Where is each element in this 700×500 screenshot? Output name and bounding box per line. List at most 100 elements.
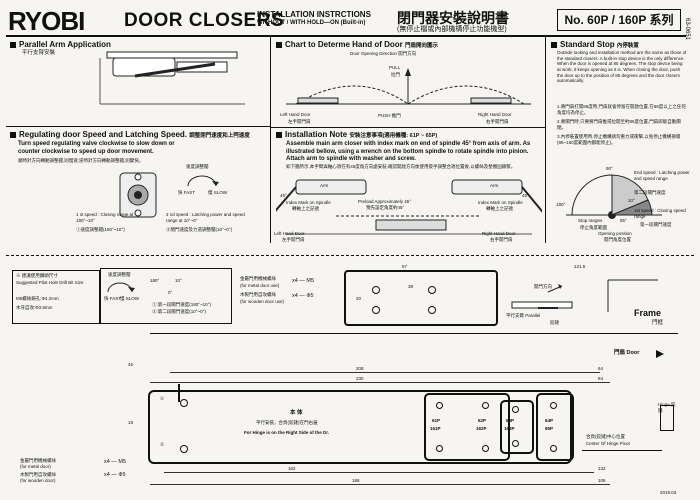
body-hole-1-label: ① — [160, 396, 165, 401]
door-frame-diagram — [511, 279, 658, 312]
left-hand-label: Left Hand Door — [280, 112, 311, 117]
speed-valve-cjk: 速度調整閥 — [186, 164, 209, 169]
metal-screw-spec: x4 — M5 — [292, 278, 315, 284]
dim-19: 19 — [128, 420, 134, 425]
m5-drill: M5螺絲鎖孔:Ф4.2mm — [16, 296, 59, 301]
tmpl-deg-10: 10° — [175, 278, 182, 283]
center-mark — [178, 384, 180, 402]
instructions-line2: WITHOUT / WITH HOLD—ON (Built-in) — [257, 20, 366, 26]
install-left-cjk: 左手開門扇 — [282, 237, 305, 242]
tmpl-valve-cjk: 速度調整閥 — [108, 272, 131, 277]
hole-62p-top — [482, 402, 489, 409]
door-arrow-icon — [656, 350, 664, 358]
hinge-label-cjk: 鉸鏈 — [550, 320, 559, 325]
hole-64p-top — [550, 402, 557, 409]
deg-180-label: 180° — [556, 202, 566, 207]
tmpl-deg-0: 0° — [168, 290, 173, 295]
install-right-hand: Right Hand Door — [482, 231, 516, 236]
model-61p: 61P — [432, 418, 441, 423]
hinge-icon — [660, 405, 674, 431]
model-163p: 163P — [504, 426, 515, 431]
slow-label: 慢 SLOW — [208, 190, 228, 195]
dim-line-208 — [170, 372, 600, 373]
door-label: 門扇 Door — [614, 350, 640, 356]
stop-cjk-1: 1.將門扇打開85度時,門扇就會停留在開啟位置,在85度以上之任何角度均為停止。 — [557, 104, 686, 115]
closer-valve-illustration — [119, 172, 157, 218]
index-cjk-left: 轉軸上之記號 — [292, 206, 319, 211]
chart-hand-heading: Chart to Determe Hand of Door 門扇開向圖示 — [276, 40, 438, 50]
installation-heading: Installation Note 安裝注意事項(適用機種: 61P ~ 65P… — [276, 130, 437, 140]
stop-cjk-2: 2.要關門時,只要將門扇推或拉開至約85度位置,門扇即能自動關閉。 — [557, 119, 681, 130]
model-65p: 65P — [545, 426, 554, 431]
end-speed-cjk: 第二段關門速度 — [634, 190, 666, 195]
frame-cjk: 門框 — [652, 320, 664, 326]
speed-valve-box — [100, 268, 232, 324]
index-mark-left: Index Mark on Spindle — [286, 200, 331, 205]
hole-drill: 木牙自攻:Ф3.8mm — [16, 305, 53, 310]
arm-label-right: Arm — [490, 183, 499, 188]
body-hole-2-label: ② — [160, 442, 165, 447]
regulating-text: Turn speed regulating valve clockwise to… — [18, 141, 175, 155]
deg-10-label: 10° — [628, 198, 635, 203]
brand-logo: RYOBI — [8, 6, 85, 36]
dim-line-162 — [164, 472, 594, 473]
regulating-cjk: 順時針方向轉動調整閥,則慢速;逆時針方向轉動調整閥,則變快。 — [18, 158, 144, 163]
dim-84: 84 — [598, 376, 604, 381]
hole-group-box — [424, 393, 510, 461]
model-63p: 63P — [506, 418, 515, 423]
body-hole-2 — [180, 445, 188, 453]
instructions-line1: INSTALLATION INSTRCTIONS — [257, 10, 371, 19]
stop-cjk-3: 3.內停裝置使用時,停止機構請勿重力或衝擊,以免停止機構損壞(85~180度範圍… — [557, 134, 681, 145]
opening-position-label: Opening position — [598, 231, 632, 236]
wood-screw-cjk-bottom: 木製門用自攻螺絲 — [20, 472, 56, 477]
divider-3 — [6, 126, 270, 127]
arm-label-left: Arm — [320, 183, 329, 188]
document-title: DOOR CLOSERS — [124, 10, 285, 31]
deg-85-label: 85° — [620, 218, 627, 223]
dim-188: 188 — [352, 478, 360, 483]
install-right-cjk: 右手開門扇 — [490, 237, 513, 242]
shoe-hole-1 — [372, 286, 380, 294]
pull-label: PULL — [389, 65, 401, 70]
hole-group-box-3 — [536, 393, 574, 461]
pull-cjk: 拉門 — [391, 72, 400, 77]
parallel-arm-cjk: 平行支臂安裝 — [22, 50, 56, 56]
side-code: 63-0651 — [684, 18, 690, 41]
drill-cjk: ※ 建議使用鑽頭尺寸 — [16, 273, 58, 278]
metal-screw-cjk: 金屬門用機械螺絲 — [240, 276, 276, 281]
dim-121-5: 121.5 — [574, 264, 586, 269]
stop-ranges-cjk: 停止角度範圍 — [580, 225, 607, 230]
hole-group-box-2 — [500, 400, 534, 454]
tmpl-rotation-icon — [107, 282, 135, 293]
print-date: 2019.03 — [660, 490, 677, 495]
tmpl-slow: 慢 SLOW — [120, 296, 140, 301]
shoe-hole-2 — [372, 306, 380, 314]
hinge-right-text: For Hinge is on the Right Side of the Dr… — [244, 430, 330, 435]
header-rule — [6, 35, 686, 37]
body-hole-1 — [180, 399, 188, 407]
fast-label: 快 FAST — [178, 190, 196, 195]
wood-spec-bottom: x4 — Ф5 — [104, 472, 126, 478]
dim-162: 162 — [288, 466, 296, 471]
closer-body-template — [148, 390, 572, 464]
model-62p: 62P — [478, 418, 487, 423]
drill-size-box — [12, 270, 100, 324]
hinge-side-label: Hinge 鉸鏈 — [658, 402, 676, 413]
hole-62p-bottom — [482, 445, 489, 452]
second-speed-cjk-text: ②閉門速度及力道調整閥(10°~0°) — [166, 227, 233, 232]
rotation-arrow-icon — [187, 175, 219, 187]
frame-label: Frame — [634, 308, 662, 318]
hole-63p-bottom — [512, 440, 519, 447]
deg-90-label: 90° — [606, 166, 613, 171]
tmpl-speed1: ①:第一段關門速度(180°~10°) — [152, 302, 211, 307]
standard-stop-text: Outside looking and installation method … — [557, 50, 687, 84]
index-cjk-right: 轉軸上之記號 — [486, 206, 513, 211]
metal-spec-bottom: x4 — M5 — [104, 459, 127, 465]
parallel-arm-heading: Parallel Arm Application — [10, 40, 111, 49]
push-label: PUSH 推門 — [378, 113, 401, 118]
dim-106: 106 — [598, 478, 606, 483]
second-speed-text: 2 nd speed : Latching power and speed ra… — [166, 212, 245, 223]
pivot-en: Center Of Hinge Pivot — [586, 441, 630, 446]
tmpl-deg-180: 180° — [150, 278, 160, 283]
metal-screw-en: (for metal door use) — [240, 283, 280, 288]
